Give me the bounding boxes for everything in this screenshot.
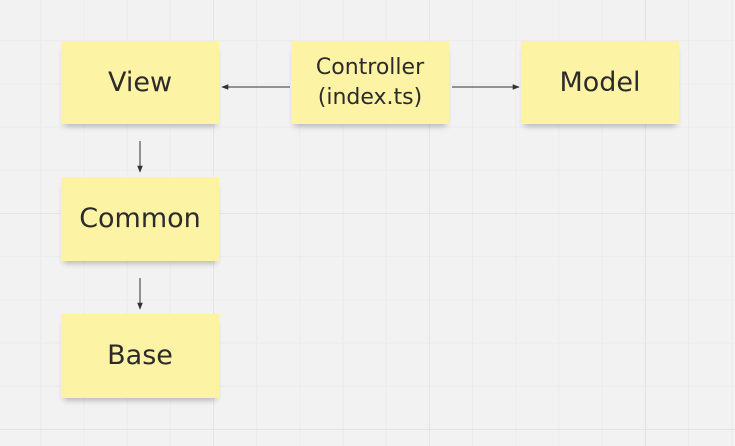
sticky-note-common[interactable]: Common bbox=[61, 177, 219, 261]
sticky-note-model[interactable]: Model bbox=[521, 41, 679, 124]
sticky-note-label: Base bbox=[107, 340, 173, 372]
sticky-note-label: Common bbox=[79, 203, 201, 235]
sticky-note-controller[interactable]: Controller (index.ts) bbox=[291, 41, 449, 124]
sticky-note-label: Model bbox=[559, 66, 641, 98]
sticky-note-view[interactable]: View bbox=[61, 41, 219, 124]
sticky-note-label: Controller (index.ts) bbox=[315, 54, 425, 110]
sticky-note-label: View bbox=[107, 66, 173, 98]
sticky-note-base[interactable]: Base bbox=[61, 314, 219, 398]
